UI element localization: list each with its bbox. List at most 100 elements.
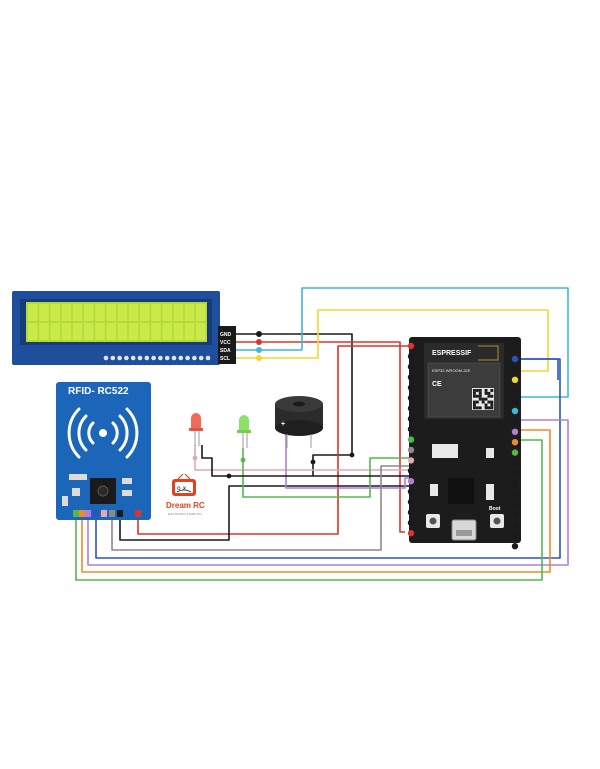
esp32-right-pin bbox=[511, 418, 519, 425]
rfid-component bbox=[72, 488, 80, 496]
esp32-right-pin bbox=[511, 543, 519, 550]
rfid-component bbox=[122, 490, 132, 496]
logo-name: Dream RC bbox=[166, 501, 205, 510]
lcd-header-pin bbox=[117, 355, 122, 361]
rfid-component bbox=[122, 478, 132, 484]
nfc-waves-icon bbox=[67, 407, 139, 459]
wire-junction bbox=[192, 455, 198, 461]
wire-buzzer-signal bbox=[285, 432, 411, 489]
lcd-character-cell bbox=[39, 304, 49, 321]
lcd-character-cell bbox=[50, 304, 60, 321]
lcd-character-cell bbox=[196, 323, 206, 340]
esp32-left-pin bbox=[407, 478, 415, 485]
wire-junction bbox=[310, 459, 316, 465]
esp32-right-pin bbox=[511, 407, 519, 415]
wire-rfid-3v3 bbox=[137, 345, 411, 535]
rfid-pin bbox=[85, 510, 91, 517]
lcd-header-pin bbox=[198, 355, 204, 361]
esp32-right-pin bbox=[511, 449, 519, 456]
esp32-right-pin bbox=[511, 459, 519, 467]
lcd-character-cell bbox=[173, 304, 184, 321]
esp32-right-pin bbox=[511, 428, 519, 435]
esp32-brand: ESPRESSIF bbox=[432, 350, 472, 357]
esp32-right-pin bbox=[511, 355, 519, 363]
lcd-character-cell bbox=[140, 323, 150, 340]
lcd-character-cell bbox=[151, 304, 161, 321]
rfid-pin bbox=[101, 510, 107, 517]
lcd-character-cell bbox=[106, 304, 116, 321]
esp32-right-pin bbox=[511, 387, 519, 394]
esp32-left-pin bbox=[407, 363, 415, 370]
lcd-pin-gnd bbox=[256, 331, 262, 337]
lcd-character-cell bbox=[28, 323, 38, 340]
wire-rfid-sck bbox=[81, 429, 551, 573]
lcd-character-cell bbox=[184, 323, 195, 340]
red-led bbox=[189, 413, 203, 446]
lcd-character-cell bbox=[39, 323, 49, 340]
esp32-left-pin bbox=[407, 519, 415, 526]
esp32-header-pins bbox=[407, 342, 519, 550]
lcd-character-cell bbox=[95, 323, 105, 340]
lcd-header-pin bbox=[192, 355, 197, 361]
rfid-component bbox=[69, 474, 87, 480]
green-led bbox=[237, 415, 251, 448]
esp32-right-pin bbox=[511, 532, 519, 539]
esp32-usb-chip bbox=[448, 478, 474, 504]
esp32-left-pin bbox=[407, 353, 415, 360]
esp32-left-pin bbox=[407, 436, 415, 443]
wire-lcd-sda bbox=[236, 287, 569, 398]
esp32-left-pin bbox=[407, 530, 415, 537]
wire-led-gnd bbox=[201, 445, 411, 477]
wire-rfid-gnd bbox=[119, 485, 411, 541]
esp32-antenna bbox=[478, 345, 499, 361]
lcd-character-cell bbox=[50, 323, 60, 340]
esp32-left-pin bbox=[407, 446, 415, 454]
wire-lcd-scl bbox=[236, 309, 549, 372]
buzzer: + bbox=[275, 396, 323, 448]
lcd-character-cell bbox=[84, 323, 94, 340]
wire-rfid-rst bbox=[111, 465, 411, 551]
esp32-right-pin bbox=[511, 366, 519, 373]
lcd-character-cell bbox=[162, 323, 172, 340]
lcd-pin-scl bbox=[256, 355, 262, 361]
esp32-left-pin bbox=[407, 394, 415, 402]
rfid-title: RFID- RC522 bbox=[68, 386, 129, 397]
lcd-header-pins bbox=[103, 355, 211, 361]
wires bbox=[75, 287, 569, 581]
lcd-header-pin bbox=[205, 355, 211, 361]
esp32-left-pin bbox=[407, 498, 415, 506]
esp32-left-pin bbox=[407, 467, 415, 474]
lcd-character-cell bbox=[72, 304, 83, 321]
esp32-right-pin bbox=[511, 470, 519, 477]
rfid-pin bbox=[109, 510, 115, 517]
esp32-board: ESPRESSIF ESP32-WROOM-32E CE Boot bbox=[407, 337, 521, 550]
lcd-header-pin bbox=[151, 355, 156, 361]
rfid-pin bbox=[73, 510, 79, 517]
lcd-character-cell bbox=[196, 304, 206, 321]
lcd-header-pin bbox=[130, 355, 136, 361]
esp32-right-pin bbox=[511, 491, 519, 498]
lcd-character-cell bbox=[28, 304, 38, 321]
lcd-character-cell bbox=[95, 304, 105, 321]
wire-junction bbox=[240, 457, 246, 463]
wire-lcd-vcc bbox=[236, 341, 405, 533]
rfid-module: RFID- RC522 bbox=[56, 382, 151, 520]
lcd-header-pin bbox=[171, 355, 177, 361]
esp32-left-pin bbox=[407, 415, 415, 422]
svg-text:o x: o x bbox=[177, 485, 187, 492]
lcd-character-cell bbox=[117, 323, 128, 340]
lcd-character-cell bbox=[151, 323, 161, 340]
lcd-module: GND VCC SDA SCL bbox=[12, 291, 262, 365]
esp32-ce-mark: CE bbox=[432, 381, 442, 388]
lcd-header-pin bbox=[178, 355, 184, 361]
lcd-i2c-backpack bbox=[218, 326, 236, 364]
buzzer-polarity-mark: + bbox=[281, 421, 285, 428]
rfid-pin bbox=[117, 510, 123, 517]
esp32-right-pin bbox=[511, 376, 519, 383]
lcd-character-cell bbox=[84, 304, 94, 321]
esp32-regulator bbox=[432, 444, 458, 458]
lcd-character-cell bbox=[61, 323, 72, 340]
esp32-component bbox=[486, 484, 494, 500]
esp32-right-pin bbox=[511, 397, 519, 404]
